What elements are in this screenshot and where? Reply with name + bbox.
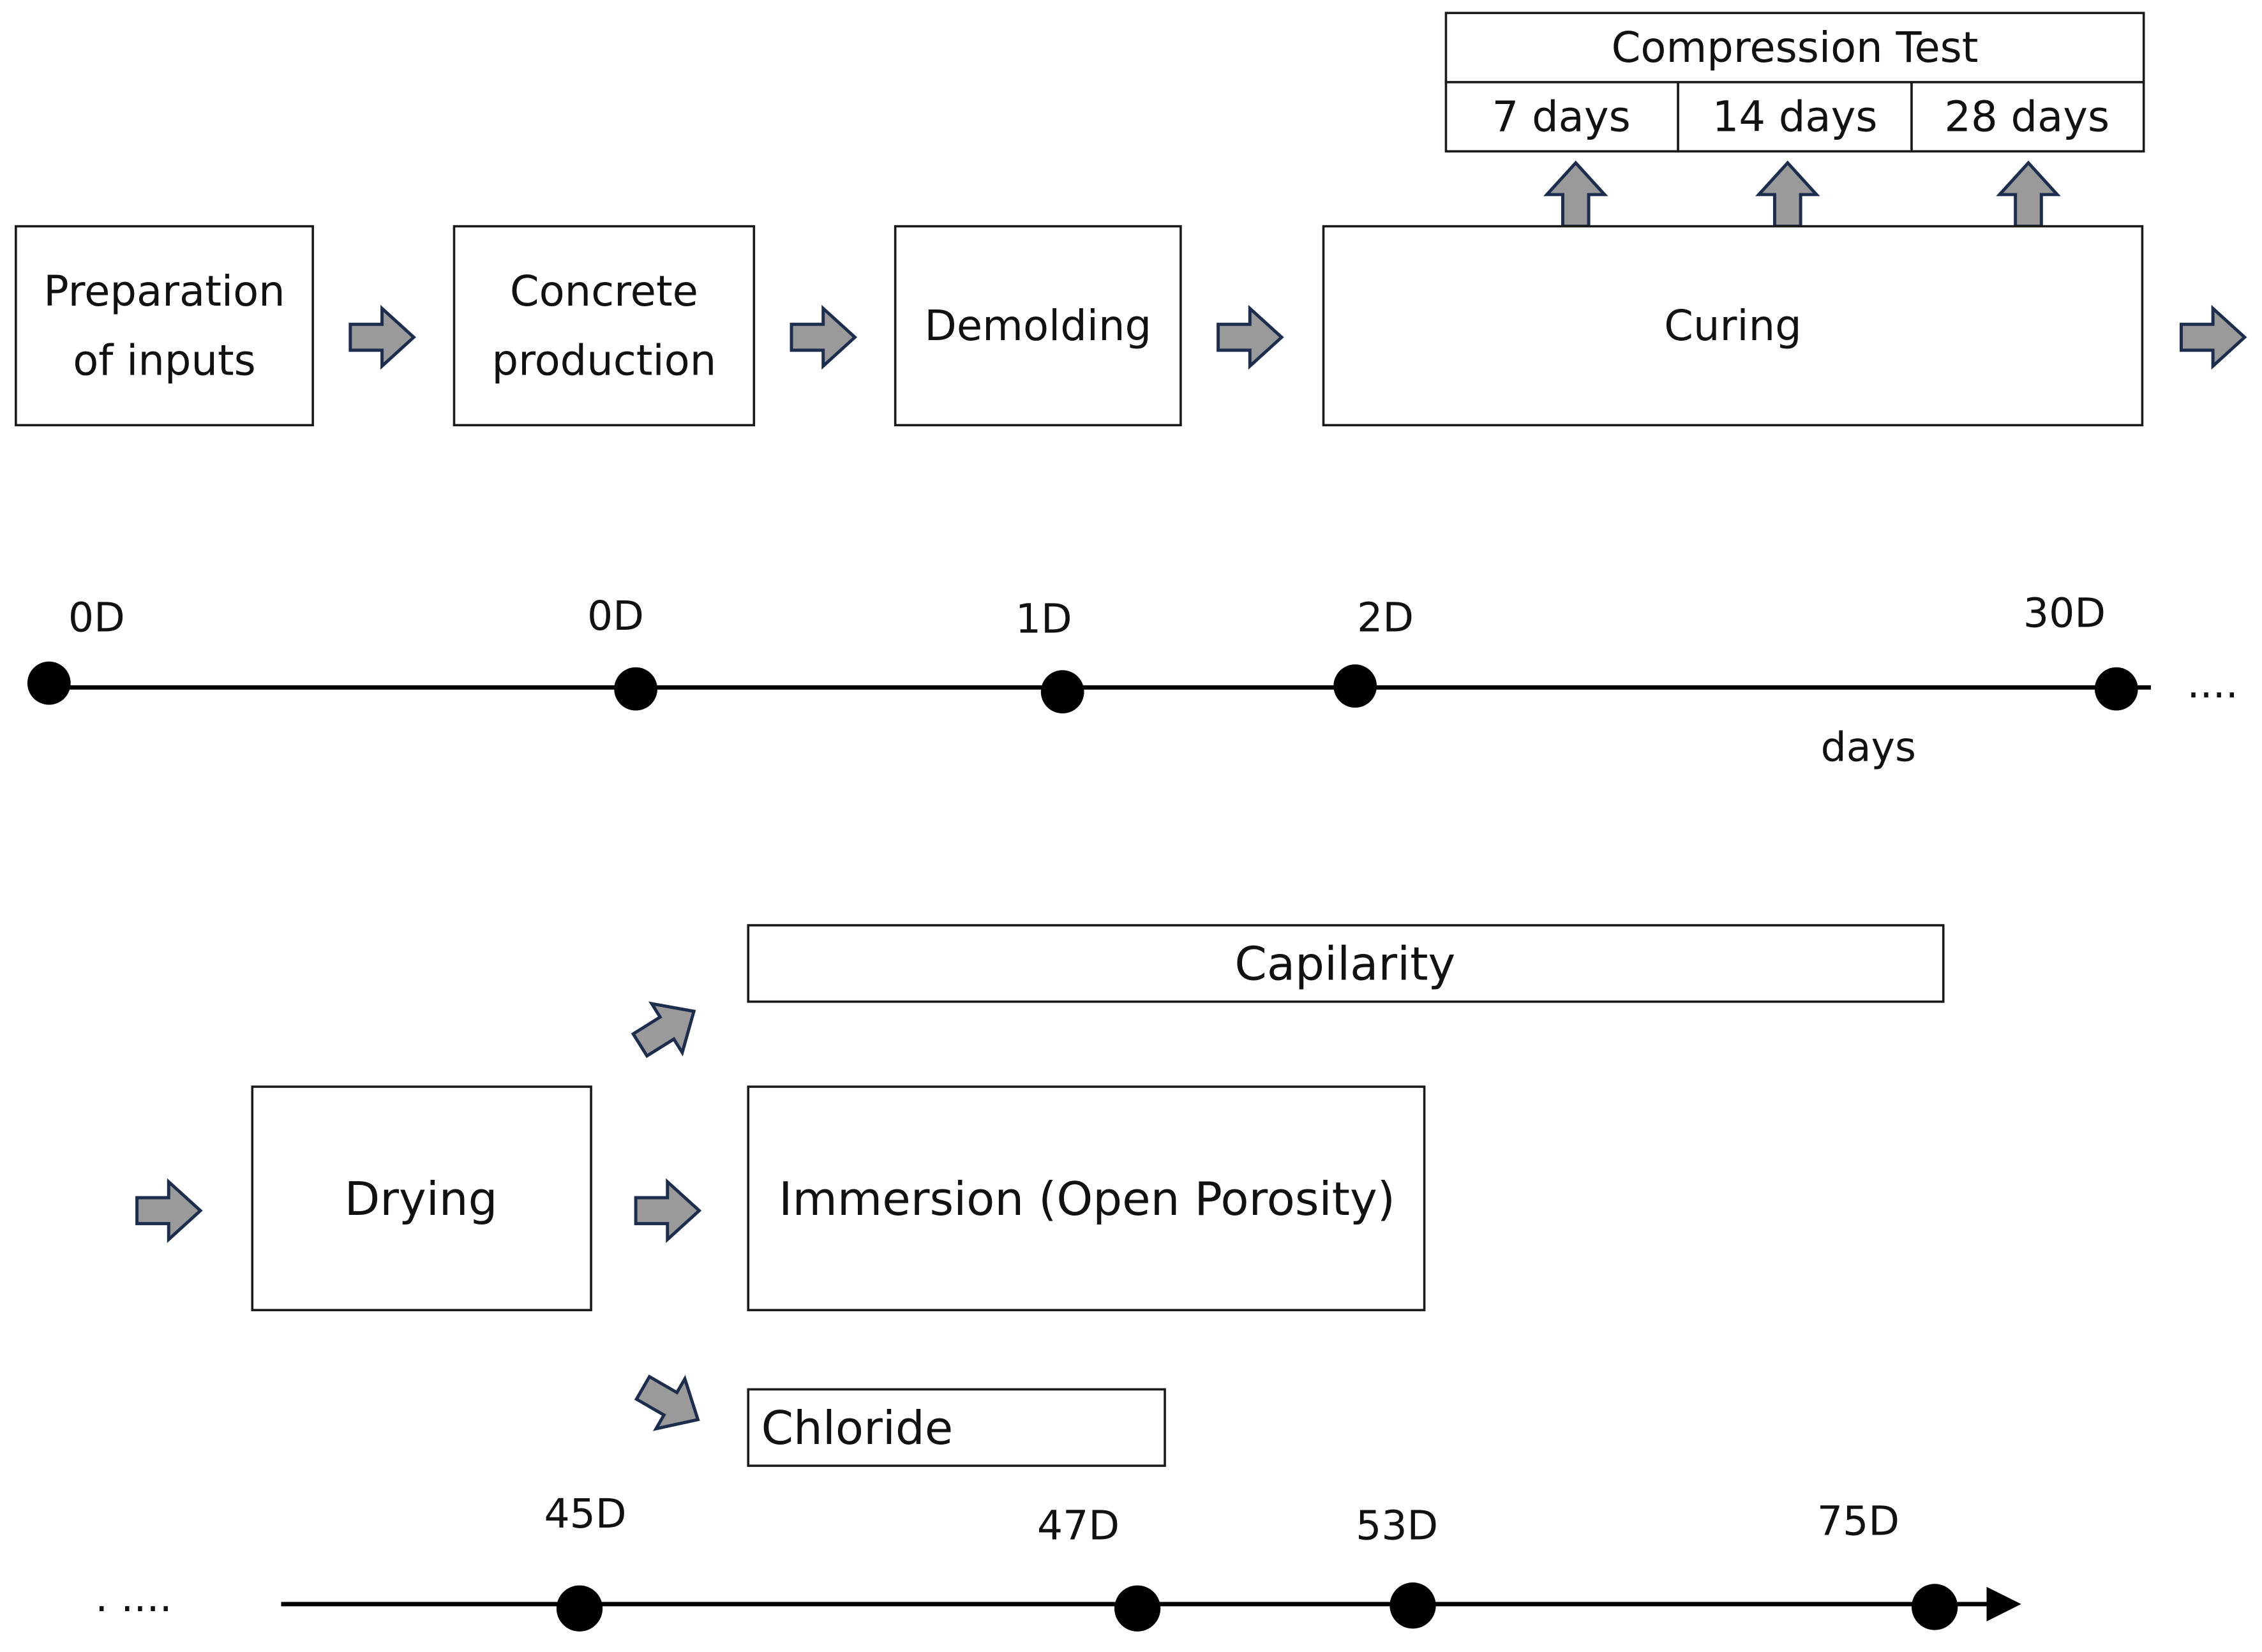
timeline-top-dot [1040,670,1084,714]
timeline-bottom-dot [556,1585,603,1632]
timeline-top-tick: 0D [587,592,644,639]
stage-concrete-label-line1: Concrete [510,267,698,316]
timeline-bottom-tick: 47D [1037,1501,1120,1549]
timeline-bottom: . .... 45D 47D 53D 75D [95,1490,2021,1632]
stage-capilarity: Capilarity [747,924,1945,1003]
stage-demolding: Demolding [894,225,1182,427]
up-arrow-7-days [1547,163,1605,226]
compression-test-table: Compression Test 7 days 14 days 28 days [1444,11,2145,153]
stage-concrete-label-line2: production [492,336,717,385]
compression-age-7: 7 days [1492,93,1631,142]
stage-preparation-of-inputs: Preparation of inputs [15,225,314,427]
stage-concrete-production: Concrete production [453,225,756,427]
timeline-top-dot [1333,664,1377,708]
stage-curing-label: Curing [1664,302,1801,350]
stage-preparation-label-line2: of inputs [73,336,256,385]
compression-age-28: 28 days [1944,93,2109,142]
timeline-bottom-dot [1389,1582,1436,1629]
stage-demolding-label: Demolding [924,302,1151,350]
stage-drying-label: Drying [345,1173,498,1226]
compression-test-title: Compression Test [1612,24,1979,72]
timeline-top-dot [27,661,71,705]
stage-immersion: Immersion (Open Porosity) [747,1085,1426,1311]
timeline-bottom-tick: 45D [544,1490,626,1537]
timeline-bottom-dot [1114,1585,1161,1632]
right-arrow-into-drying [137,1182,200,1239]
diagonal-arrow-up [625,987,709,1069]
stage-immersion-label: Immersion (Open Porosity) [779,1173,1395,1226]
stage-capilarity-label: Capilarity [1234,938,1455,992]
stage-chloride: Chloride [747,1388,1166,1467]
timeline-top-dot [2094,667,2138,711]
up-arrow-14-days [1759,163,1816,226]
timeline-bottom-tick: 53D [1356,1501,1438,1549]
up-arrow-28-days [2000,163,2057,226]
stage-preparation-label-line1: Preparation [43,267,285,316]
timeline-top-tick: 0D [68,593,125,641]
timeline-top-tick: 2D [1357,593,1414,641]
timeline-top-dot [614,667,657,711]
timeline-top-tick: 1D [1015,595,1072,643]
timeline-top-continuation: .... [2187,660,2238,707]
right-arrow [1218,308,1282,366]
timeline-bottom-tick: 75D [1817,1498,1899,1545]
diagonal-arrow-down [629,1363,712,1445]
stage-drying: Drying [251,1085,592,1311]
right-arrow-immersion [636,1182,699,1239]
timeline-top-unit: days [1821,724,1916,771]
timeline-top: 0D 0D 1D 2D 30D days .... [27,590,2238,771]
timeline-bottom-lead: . .... [95,1574,172,1621]
stage-curing: Curing [1322,225,2144,427]
right-arrow-continue [2181,308,2244,366]
stage-chloride-label: Chloride [761,1402,954,1455]
timeline-bottom-dot [1912,1584,1958,1630]
right-arrow [791,308,855,366]
right-arrow [350,308,414,366]
compression-age-14: 14 days [1712,93,1878,142]
timeline-bottom-arrowhead [1986,1586,2021,1622]
timeline-top-tick: 30D [2023,590,2106,637]
